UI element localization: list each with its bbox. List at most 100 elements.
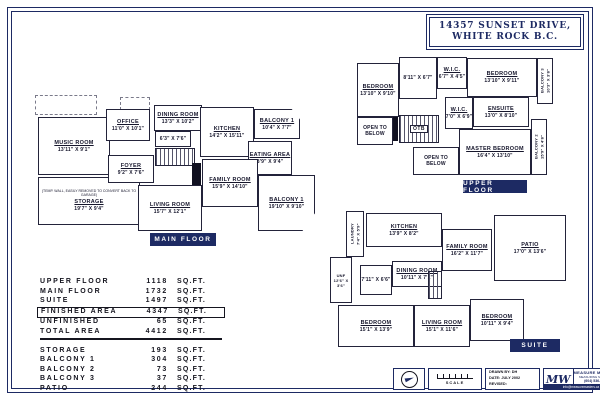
room-name-dims: BALCONY 2 — [533, 134, 539, 160]
room-music-room: MUSIC ROOM 13'11" X 9'1" — [38, 117, 110, 175]
stairs-main — [155, 148, 195, 166]
suite-plan: LAUNDRY 7'4" X 5'9" KITCHEN 13'9" X 8'2"… — [328, 207, 568, 357]
drawn-by: DRAWN BY: DH — [489, 370, 518, 375]
room-bedroom-right: BEDROOM 13'10" X 9'11" — [467, 58, 537, 97]
room-dims: 14'2" X 15'11" — [209, 132, 245, 139]
room-name: MUSIC ROOM — [54, 139, 94, 146]
row-name: UPPER FLOOR — [40, 278, 110, 285]
room-name: DINING ROOM — [396, 267, 438, 274]
room-laundry: LAUNDRY 7'4" X 5'9" — [346, 211, 364, 257]
room-dims: 13'0" X 8'10" — [484, 112, 518, 119]
room-name: BALCONY 1 — [269, 196, 304, 203]
table-row: MAIN FLOOR 1732 SQ.FT. — [40, 288, 222, 298]
row-unit: SQ.FT. — [177, 318, 206, 326]
room-balcony-2: BALCONY 2 15'9" X 4'8" — [531, 119, 547, 175]
room-open-to-below-center: OPEN TO BELOW — [413, 147, 459, 175]
room-dims: 13'10" X 9'11" — [484, 78, 520, 84]
table-row: STORAGE 193 SQ.FT. — [40, 347, 222, 357]
room-dims: 6'7" X 4'5" — [438, 73, 466, 80]
company-phone: (604) 536-0266 — [584, 379, 600, 383]
room-name-dims: BALCONY 3 — [539, 68, 545, 94]
row-value: 65 — [156, 318, 168, 326]
company-logo-box: MW MEASURE MASTERS MEASURING SERVICES (6… — [543, 368, 600, 390]
room-suite-bedroom-2: BEDROOM 10'11" X 9'4" — [470, 299, 524, 341]
room-name: LIVING ROOM — [149, 201, 191, 208]
row-unit: SQ.FT. — [177, 287, 206, 295]
row-unit: SQ.FT. — [177, 375, 206, 383]
fireplace-wall — [192, 163, 201, 195]
row-unit: SQ.FT. — [177, 356, 206, 364]
row-value: 1118 — [146, 278, 168, 285]
row-unit: SQ.FT. — [177, 384, 206, 392]
room-balcony1-top: BALCONY 1 10'4" X 7'7" — [254, 109, 300, 139]
company-web: info@measuremasters.ca — [544, 384, 600, 389]
compass-icon — [400, 370, 418, 388]
table-row: PATIO 244 SQ.FT. — [40, 385, 222, 395]
row-unit: SQ.FT. — [177, 297, 206, 305]
deck-outline — [35, 95, 97, 115]
room-name: ENSUITE — [488, 105, 514, 112]
row-value: 37 — [156, 375, 168, 383]
table-row: BALCONY 3 37 SQ.FT. — [40, 375, 222, 385]
room-name: DINING ROOM — [157, 111, 199, 118]
room-suite-kitchen: KITCHEN 13'9" X 8'2" — [366, 213, 442, 247]
table-row: SUITE 1497 SQ.FT. — [40, 297, 222, 307]
room-name: LIVING ROOM — [421, 319, 463, 326]
row-name: BALCONY 1 — [40, 356, 96, 364]
room-suite-bathroom: 7'11" X 6'6" — [360, 265, 392, 295]
room-eating-area: EATING AREA 8'9" X 9'4" — [248, 141, 292, 175]
stamp-strip: SCALE DRAWN BY: DH DATE: JULY 2002 REVIS… — [390, 368, 600, 390]
outer-border — [7, 7, 593, 393]
upper-floor-plan: BEDROOM 13'10" X 9'10" 8'11" X 6'7" W.I.… — [355, 55, 565, 203]
room-name: OPEN TO BELOW — [363, 125, 387, 137]
room-name: PATIO — [521, 241, 539, 248]
main-floor-label: MAIN FLOOR — [150, 233, 216, 246]
room-dims: 16'4" X 13'10" — [477, 152, 513, 159]
row-name: TOTAL AREA — [40, 327, 102, 335]
room-foyer: FOYER 9'2" X 7'6" — [108, 155, 154, 183]
row-unit: SQ.FT. — [177, 278, 206, 285]
row-value: 1732 — [145, 287, 168, 295]
row-value: 304 — [151, 356, 168, 364]
room-dims: 17'0" X 13'6" — [513, 248, 547, 255]
otb-label: OTB — [409, 125, 429, 133]
table-row-finished-area: FINISHED AREA 4347 SQ.FT. — [37, 306, 225, 319]
stairs-upper: OTB — [399, 115, 439, 143]
scale-box: SCALE — [428, 368, 482, 390]
revised: REVISED: — [489, 381, 507, 386]
suite-label: SUITE — [510, 339, 560, 352]
storage-note: (TEMP. WALL, EASILY REMOVED TO CONVERT B… — [41, 189, 137, 197]
row-value: 73 — [156, 365, 168, 373]
row-value: 1497 — [145, 297, 168, 305]
room-dims: 10'4" X 7'7" — [262, 124, 292, 131]
scale-label: SCALE — [445, 379, 465, 385]
room-name: OPEN TO BELOW — [424, 155, 448, 167]
scale-ruler-icon — [437, 373, 473, 379]
room-name: BALCONY 1 — [259, 117, 295, 124]
room-suite-living-room: LIVING ROOM 15'1" X 11'6" — [414, 305, 470, 347]
drawn-date: DATE: JULY 2002 — [489, 376, 521, 381]
room-dims: 13'11" X 9'1" — [57, 146, 91, 153]
row-value: 244 — [151, 384, 168, 392]
row-name: STORAGE — [40, 346, 87, 354]
room-dims: 15'9" X 14'10" — [212, 183, 248, 190]
room-dims: 7'4" X 5'9" — [355, 223, 361, 245]
room-dims: 7'0" X 6'9" — [445, 113, 473, 120]
room-dims: 8'9" X 9'4" — [256, 158, 284, 165]
room-dims: 10'3" X 3'8" — [545, 68, 551, 94]
room-wic-large: W.I.C. 7'0" X 6'9" — [445, 97, 473, 129]
company-name: MEASURE MASTERS — [573, 370, 600, 375]
stairs-suite — [428, 271, 442, 299]
row-unit: SQ.FT. — [178, 307, 207, 315]
room-office: OFFICE 11'0" X 10'1" — [106, 109, 150, 141]
row-name: PATIO — [40, 384, 69, 392]
inner-border — [11, 11, 589, 389]
room-storage: (TEMP. WALL, EASILY REMOVED TO CONVERT B… — [38, 177, 140, 225]
room-dims: 13'3" X 10'2" — [161, 118, 195, 125]
table-row: UPPER FLOOR 1118 SQ.FT. — [40, 278, 222, 288]
room-dims: 9'2" X 7'6" — [117, 169, 145, 176]
area-table: UPPER FLOOR 1118 SQ.FT. MAIN FLOOR 1732 … — [37, 278, 225, 395]
room-name: FAMILY ROOM — [446, 243, 488, 250]
row-value: 4347 — [146, 307, 169, 315]
